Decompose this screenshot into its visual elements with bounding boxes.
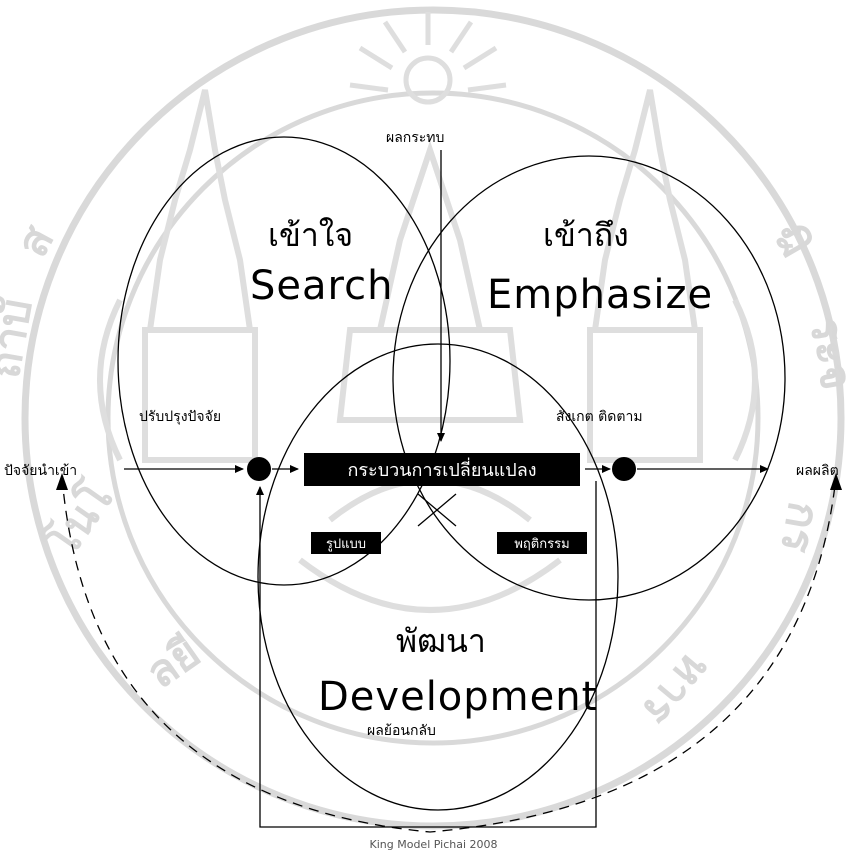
caption: King Model Pichai 2008 [0, 838, 867, 851]
development-english-label: Development [318, 674, 598, 720]
output-label: ผลผลิต [796, 460, 839, 482]
search-english-label: Search [250, 263, 393, 309]
input-label: ปัจจัยนำเข้า [4, 460, 77, 482]
impact-label: ผลกระทบ [386, 127, 444, 149]
observe-follow-label: สังเกต ติดตาม [556, 406, 643, 428]
behavior-box: พฤติกรรม [497, 532, 587, 554]
search-circle [118, 137, 450, 585]
emphasize-english-label: Emphasize [487, 272, 713, 318]
emphasize-thai-label: เข้าถึง [543, 210, 629, 261]
development-thai-label: พัฒนา [396, 616, 486, 667]
input-node [247, 457, 271, 481]
form-box: รูปแบบ [311, 532, 381, 554]
change-process-box: กระบวนการเปลี่ยนแปลง [304, 453, 580, 486]
feedback-label: ผลย้อนกลับ [367, 720, 436, 742]
search-thai-label: เข้าใจ [268, 210, 353, 261]
improve-factors-label: ปรับปรุงปัจจัย [139, 406, 221, 428]
output-node [612, 457, 636, 481]
